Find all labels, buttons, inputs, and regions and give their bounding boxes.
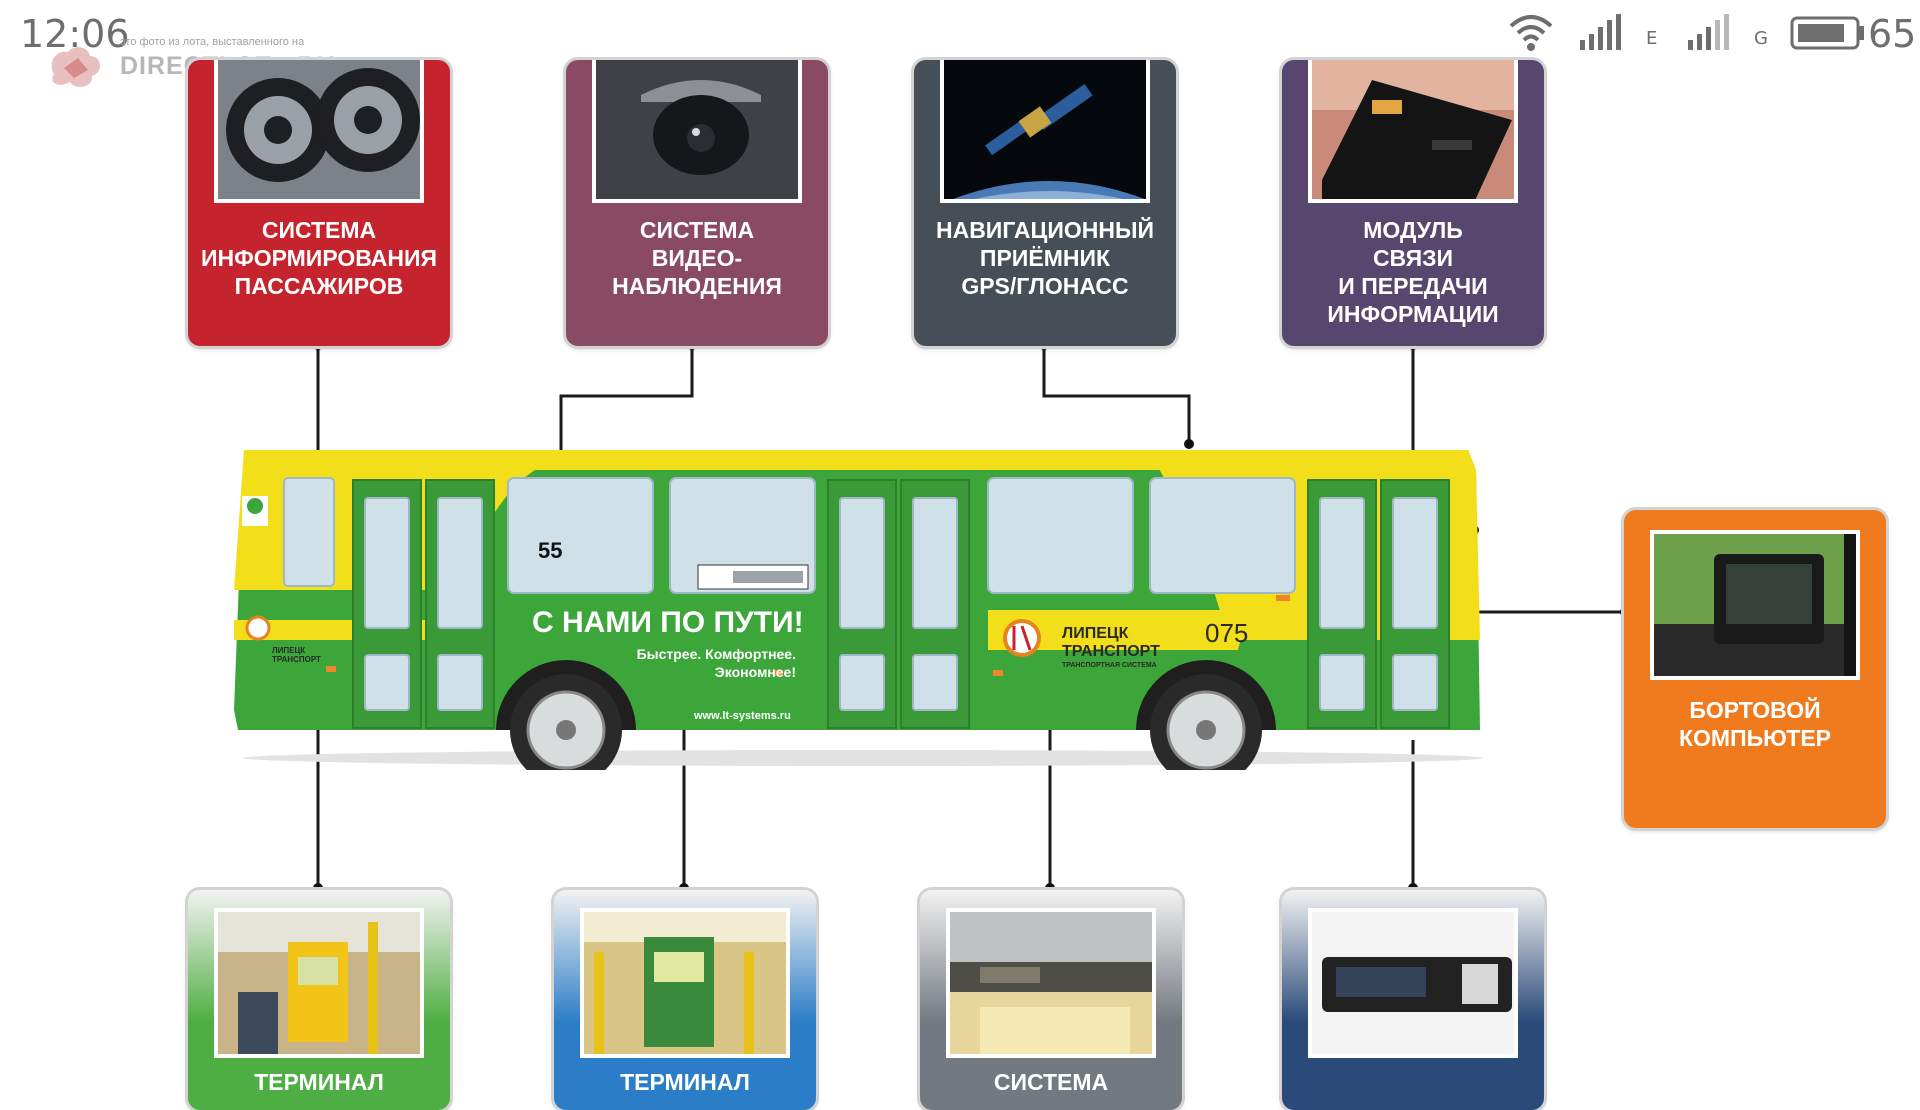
module-card-communication[interactable]: МОДУЛЬ СВЯЗИ И ПЕРЕДАЧИ ИНФОРМАЦИИ xyxy=(1282,60,1544,346)
signal-strength-icon xyxy=(1580,14,1621,50)
bus-front-logo-line2: ТРАНСПОРТ xyxy=(272,655,321,664)
communication-module-icon xyxy=(1308,60,1518,203)
dome-camera-icon xyxy=(592,60,802,203)
battery-icon xyxy=(1790,16,1864,50)
module-card-passenger-counter[interactable]: СИСТЕМА xyxy=(920,890,1182,1110)
tachograph-icon xyxy=(1308,908,1518,1058)
module-label-communication: МОДУЛЬ СВЯЗИ И ПЕРЕДАЧИ ИНФОРМАЦИИ xyxy=(1327,217,1499,327)
signal-strength-icon xyxy=(1688,14,1729,50)
bus-company-sub: ТРАНСПОРТНАЯ СИСТЕМА xyxy=(1062,662,1157,669)
bus-front-logo-line1: ЛИПЕЦК xyxy=(272,646,306,655)
bus-fleet-number: 075 xyxy=(1205,618,1249,648)
satellite-icon xyxy=(940,60,1150,203)
module-card-onboard-computer[interactable]: БОРТОВОЙ КОМПЬЮТЕР xyxy=(1624,510,1886,828)
module-label-gps-receiver: НАВИГАЦИОННЫЙ ПРИЁМНИК GPS/ГЛОНАСС xyxy=(935,217,1155,299)
speakers-icon xyxy=(214,60,424,203)
bus-illustration xyxy=(234,450,1483,770)
passenger-counter-icon xyxy=(946,908,1156,1058)
onboard-computer-icon xyxy=(1650,530,1860,680)
validator-terminal-icon xyxy=(214,908,424,1058)
battery-percent: 65 xyxy=(1868,12,1917,56)
module-label-video-surveillance: СИСТЕМА ВИДЕО- НАБЛЮДЕНИЯ xyxy=(612,217,782,299)
module-card-validator-terminal[interactable]: ТЕРМИНАЛ xyxy=(188,890,450,1110)
module-label-onboard-computer: БОРТОВОЙ КОМПЬЮТЕР xyxy=(1678,697,1832,751)
module-label-passenger-info: СИСТЕМА ИНФОРМИРОВАНИЯ ПАССАЖИРОВ xyxy=(200,217,438,299)
bus-tagline-1: Быстрее. Комфортнее. xyxy=(636,646,796,662)
module-label-ticket-terminal: ТЕРМИНАЛ xyxy=(620,1069,750,1095)
watermark-caption: это фото из лота, выставленного на xyxy=(120,36,305,48)
bus-slogan: С НАМИ ПО ПУТИ! xyxy=(532,606,804,639)
watermark-logo-icon xyxy=(51,47,101,87)
module-card-gps-receiver[interactable]: НАВИГАЦИОННЫЙ ПРИЁМНИК GPS/ГЛОНАСС xyxy=(914,60,1176,346)
bus-systems-diagram: 55 С НАМИ ПО ПУТИ! Быстрее. Комфортнее. … xyxy=(0,60,1920,1110)
ticket-terminal-icon xyxy=(580,908,790,1058)
module-card-tachograph[interactable] xyxy=(1282,890,1544,1110)
bus-tagline-2: Экономнее! xyxy=(714,664,796,680)
bus-company-line1: ЛИПЕЦК xyxy=(1062,625,1129,642)
module-card-ticket-terminal[interactable]: ТЕРМИНАЛ xyxy=(554,890,816,1110)
bus-company-logo: ЛИПЕЦК ТРАНСПОРТ ТРАНСПОРТНАЯ СИСТЕМА xyxy=(1062,625,1160,670)
module-label-passenger-counter: СИСТЕМА xyxy=(993,1069,1109,1095)
bus-company-line2: ТРАНСПОРТ xyxy=(1062,643,1160,660)
network-type-label: G xyxy=(1754,28,1768,49)
network-type-label: E xyxy=(1646,28,1658,49)
module-card-video-surveillance[interactable]: СИСТЕМА ВИДЕО- НАБЛЮДЕНИЯ xyxy=(566,60,828,346)
wifi-icon xyxy=(1509,15,1553,51)
bus-route-number: 55 xyxy=(538,538,563,563)
module-card-passenger-info[interactable]: СИСТЕМА ИНФОРМИРОВАНИЯ ПАССАЖИРОВ xyxy=(188,60,450,346)
bus-website: www.lt-systems.ru xyxy=(694,710,791,722)
bus-front-logo: ЛИПЕЦК ТРАНСПОРТ xyxy=(272,646,321,664)
module-label-validator-terminal: ТЕРМИНАЛ xyxy=(254,1069,384,1095)
